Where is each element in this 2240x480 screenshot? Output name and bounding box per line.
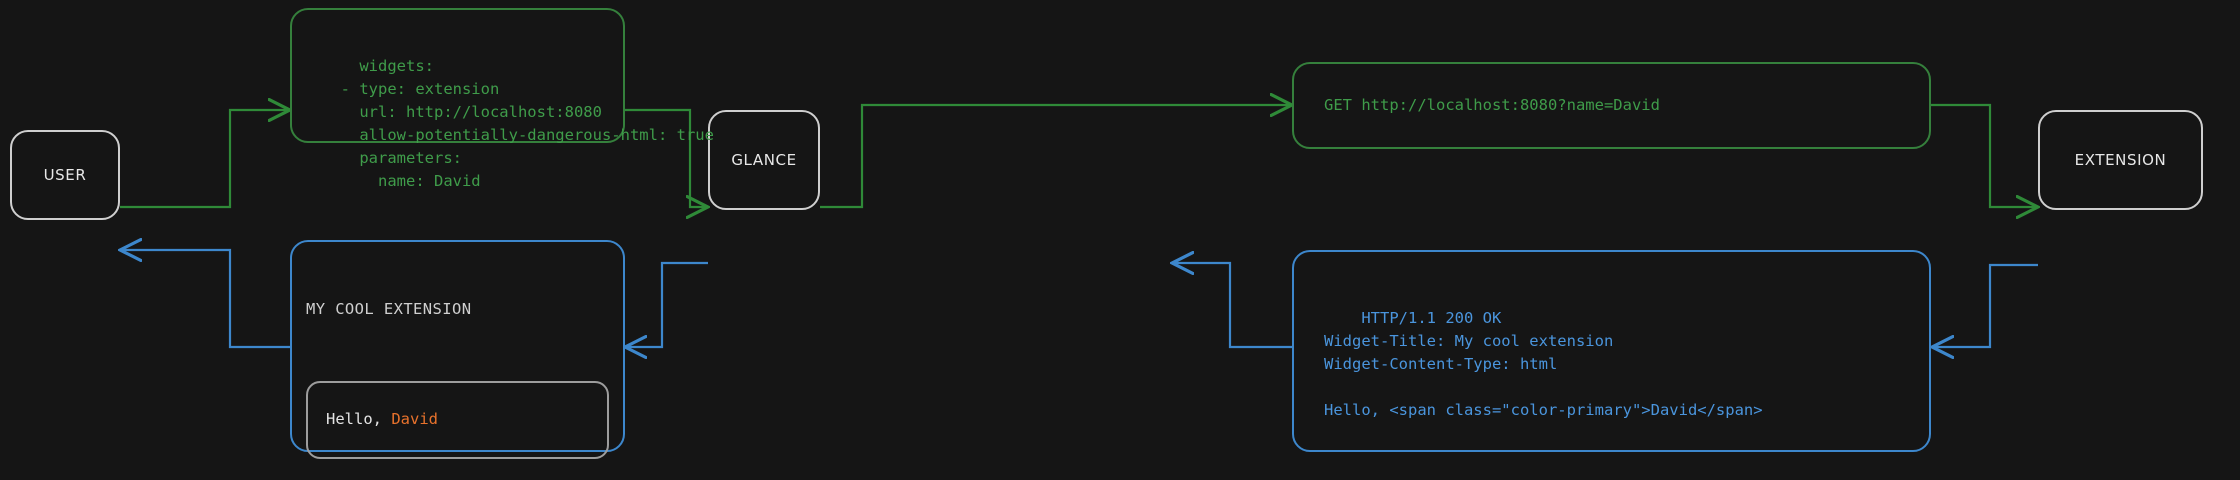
node-user-label: USER: [43, 166, 87, 184]
node-extension-label: EXTENSION: [2074, 151, 2167, 169]
connector-extension-to-response: [1932, 263, 2038, 347]
widget-greeting-text: Hello,: [326, 410, 392, 429]
connector-widget-to-user: [120, 250, 290, 349]
connector-glance-to-request: [820, 105, 1292, 209]
connector-glance-to-widget: [625, 261, 708, 347]
connector-user-to-config: [120, 110, 290, 209]
connector-request-to-extension: [1931, 103, 2038, 207]
message-rendered-widget: MY COOL EXTENSION Hello, David: [290, 240, 625, 459]
http-response-text: HTTP/1.1 200 OK Widget-Title: My cool ex…: [1324, 308, 1763, 419]
node-glance-label: GLANCE: [731, 151, 797, 169]
widget-preview-title: MY COOL EXTENSION: [306, 299, 472, 318]
message-http-response: HTTP/1.1 200 OK Widget-Title: My cool ex…: [1292, 250, 1931, 452]
message-config-yaml: widgets: - type: extension url: http://l…: [290, 8, 714, 190]
node-extension[interactable]: EXTENSION: [2038, 110, 2203, 210]
connector-response-to-glance: [1172, 263, 1292, 349]
node-user[interactable]: USER: [10, 130, 120, 220]
widget-user-name: David: [391, 410, 438, 429]
message-http-request: GET http://localhost:8080?name=David: [1292, 62, 1931, 149]
widget-preview-body: Hello, David: [306, 380, 609, 459]
config-yaml-text: widgets: - type: extension url: http://l…: [340, 56, 714, 190]
node-glance[interactable]: GLANCE: [708, 110, 820, 210]
http-request-text: GET http://localhost:8080?name=David: [1324, 96, 1660, 115]
